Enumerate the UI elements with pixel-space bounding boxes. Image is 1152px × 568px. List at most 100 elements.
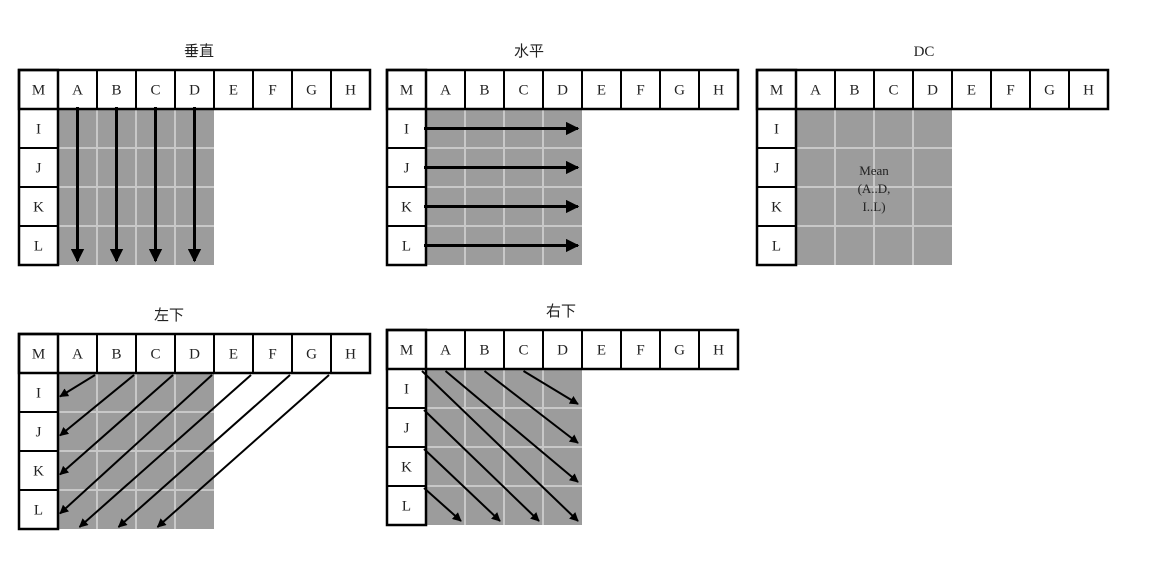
side-cell-label: L <box>772 239 781 255</box>
header-cell-label: B <box>111 347 121 363</box>
side-cell-label: L <box>34 503 43 519</box>
dc-mean-label: Mean <box>859 163 889 178</box>
header-cell-label: H <box>345 83 356 99</box>
panel-title: 水平 <box>514 43 544 60</box>
header-cell <box>873 69 914 110</box>
header-cell-label: D <box>927 83 938 99</box>
header-cell-label: F <box>1006 83 1014 99</box>
header-cell-label: B <box>849 83 859 99</box>
prediction-arrow <box>522 370 579 405</box>
header-cell-label: A <box>440 83 451 99</box>
header-cell-label: H <box>713 83 724 99</box>
header-cell-label: E <box>597 343 606 359</box>
header-cell-label: A <box>72 83 83 99</box>
prediction-arrow <box>59 374 135 437</box>
panel-title: DC <box>914 44 935 60</box>
header-cell-label: E <box>597 83 606 99</box>
panel-title: 右下 <box>546 303 576 320</box>
prediction-arrow <box>423 409 540 522</box>
header-cell-label: M <box>400 343 413 359</box>
header-cell-label: E <box>967 83 976 99</box>
side-cell <box>386 446 427 487</box>
header-cell-label: H <box>345 347 356 363</box>
prediction-arrow <box>483 370 579 444</box>
header-cell-label: F <box>636 83 644 99</box>
header-cell-label: M <box>400 83 413 99</box>
side-frame <box>17 332 60 531</box>
header-cell-label: C <box>150 83 160 99</box>
header-cell-label: C <box>888 83 898 99</box>
side-cell-label: I <box>774 122 779 138</box>
header-cell-label: M <box>770 83 783 99</box>
panel-title: 左下 <box>154 307 184 324</box>
header-cell-label: H <box>713 343 724 359</box>
header-cell-label: M <box>32 347 45 363</box>
prediction-arrow <box>421 370 579 522</box>
prediction-grid: M A B C D E F G H I J K L Mean (A..D, I..L) <box>755 68 1110 267</box>
header-cell-label: H <box>1083 83 1094 99</box>
header-cell-label: A <box>810 83 821 99</box>
header-cell-label: B <box>479 343 489 359</box>
prediction-arrow <box>423 487 462 522</box>
side-cell-label: K <box>401 200 412 216</box>
prediction-arrow <box>117 374 291 528</box>
header-cell-label: A <box>440 343 451 359</box>
header-cell-label: F <box>636 343 644 359</box>
prediction-arrow <box>59 374 213 515</box>
prediction-arrow <box>423 448 501 522</box>
header-cell-label: D <box>189 83 200 99</box>
header-cell-label: A <box>72 347 83 363</box>
header-cell-label: C <box>518 343 528 359</box>
header-cell <box>542 329 583 370</box>
header-cell-label: G <box>674 343 685 359</box>
header-cell-label: D <box>557 83 568 99</box>
side-cell <box>18 372 59 413</box>
header-cell-label: M <box>32 83 45 99</box>
side-cell-label: I <box>36 122 41 138</box>
header-cell <box>951 69 992 110</box>
dc-mean-label: I..L) <box>862 199 885 214</box>
side-cell-label: J <box>774 161 780 177</box>
prediction-arrow <box>444 370 579 483</box>
side-cell-label: L <box>402 499 411 515</box>
side-cell-label: K <box>401 460 412 476</box>
side-cell-label: I <box>404 382 409 398</box>
side-cell-label: K <box>33 200 44 216</box>
header-cell-label: B <box>479 83 489 99</box>
header-cell-label: F <box>268 347 276 363</box>
header-cell-label: C <box>150 347 160 363</box>
side-cell-label: K <box>771 200 782 216</box>
side-cell <box>18 489 59 530</box>
side-frame <box>385 328 428 527</box>
header-cell <box>291 333 332 374</box>
side-cell <box>756 225 797 266</box>
side-cell-label: I <box>36 386 41 402</box>
header-cell <box>135 333 176 374</box>
dc-mean-label: (A..D, <box>858 181 891 196</box>
prediction-arrow <box>156 374 330 528</box>
side-cell-label: K <box>33 464 44 480</box>
header-cell-label: E <box>229 347 238 363</box>
panel-title: 垂直 <box>184 43 214 60</box>
header-cell-label: G <box>674 83 685 99</box>
header-cell-label: F <box>268 83 276 99</box>
prediction-arrow <box>78 374 252 528</box>
header-cell-label: D <box>189 347 200 363</box>
prediction-arrow <box>59 374 174 476</box>
header-cell-label: E <box>229 83 238 99</box>
header-cell-label: C <box>518 83 528 99</box>
header-cell-label: D <box>557 343 568 359</box>
panel-dc: DC M A B C D E F G H I J K L Mean (A..D, I..L) <box>755 44 1110 267</box>
header-cell-label: G <box>1044 83 1055 99</box>
prediction-arrow <box>59 374 96 398</box>
header-cell <box>698 329 739 370</box>
header-cell <box>96 333 137 374</box>
header-cell-label: B <box>111 83 121 99</box>
